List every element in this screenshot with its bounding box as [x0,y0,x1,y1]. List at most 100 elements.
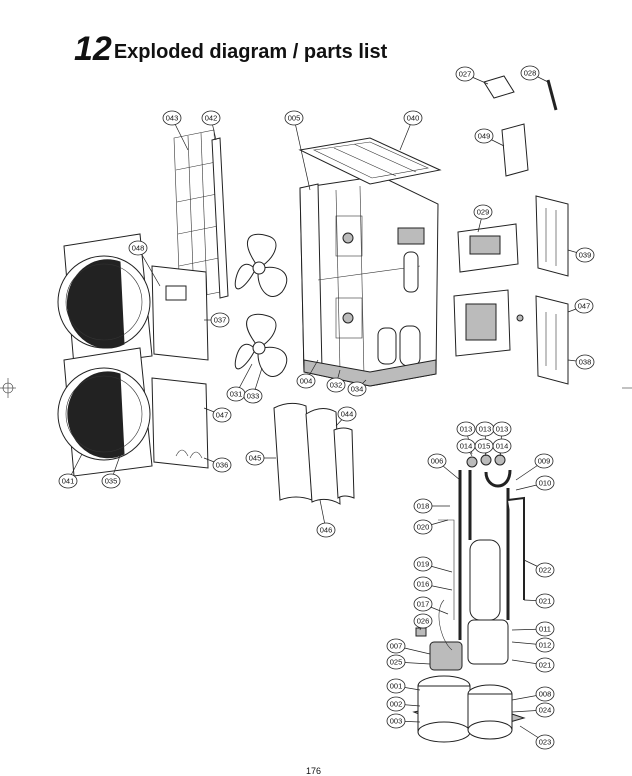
callout-circle [58,473,78,489]
callout-circle [535,734,555,750]
callout-number: 002 [390,700,403,709]
callout-circle [337,406,357,422]
callout-circle [413,613,433,629]
callout-number: 013 [496,425,509,434]
callout-number: 005 [288,114,301,123]
callout-number: 014 [460,442,473,451]
callout-036: 036 [212,457,232,473]
callout-circle [386,696,406,712]
section-number: 12 [74,30,112,68]
callout-039: 039 [575,247,595,263]
callout-circle [326,377,346,393]
callout-circle [162,110,182,126]
callout-043: 043 [162,110,182,126]
callout-045: 045 [245,450,265,466]
callout-013: 013 [475,421,495,437]
callout-023: 023 [535,734,555,750]
callout-circle [575,354,595,370]
callout-007: 007 [386,638,406,654]
callout-number: 023 [539,738,552,747]
callout-014: 014 [456,438,476,454]
callout-number: 047 [216,411,229,420]
callout-number: 031 [230,390,243,399]
callout-number: 044 [341,410,354,419]
callout-number: 039 [579,251,592,260]
callout-026: 026 [413,613,433,629]
callout-035: 035 [101,473,121,489]
callout-number: 027 [459,70,472,79]
callout-025: 025 [386,654,406,670]
callout-number: 046 [320,526,333,535]
callout-number: 029 [477,208,490,217]
callout-008: 008 [535,686,555,702]
callout-circle [535,621,555,637]
callout-number: 033 [247,392,260,401]
callout-circle [201,110,221,126]
callout-number: 047 [578,302,591,311]
insulation-sheets [273,402,355,505]
callout-024: 024 [535,702,555,718]
callout-006: 006 [427,453,447,469]
callout-016: 016 [413,576,433,592]
callout-number: 028 [524,69,537,78]
callout-number: 041 [62,477,75,486]
callout-number: 010 [539,479,552,488]
callout-038: 038 [575,354,595,370]
label-sheet-049 [501,123,529,177]
callout-number: 026 [417,617,430,626]
callout-020: 020 [413,519,433,535]
callout-circle [296,373,316,389]
callout-004: 004 [296,373,316,389]
callout-circle [574,298,594,314]
callout-circle [245,450,265,466]
callout-number: 016 [417,580,430,589]
callout-number: 006 [431,457,444,466]
callout-032: 032 [326,377,346,393]
top-cover [298,137,442,185]
callout-circle [474,438,494,454]
callout-number: 036 [216,461,229,470]
callout-circle [386,713,406,729]
bracket-027 [483,75,515,99]
callout-number: 021 [539,597,552,606]
pipe-028 [546,79,558,111]
callout-031: 031 [226,386,246,402]
callout-033: 033 [243,388,263,404]
callout-042: 042 [201,110,221,126]
callout-number: 007 [390,642,403,651]
callout-049: 049 [474,128,494,144]
callout-number: 017 [417,600,430,609]
callout-number: 014 [496,442,509,451]
callout-circle [535,657,555,673]
callout-number: 019 [417,560,430,569]
callout-number: 040 [407,114,420,123]
callout-037: 037 [210,312,230,328]
callout-circle [456,421,476,437]
callout-number: 015 [478,442,491,451]
cabinet-frame [299,175,439,387]
callout-034: 034 [347,381,367,397]
callout-circle [413,576,433,592]
callout-044: 044 [337,406,357,422]
side-panel-lower [151,377,209,469]
callout-027: 027 [455,66,475,82]
callout-001: 001 [386,678,406,694]
callout-017: 017 [413,596,433,612]
callout-029: 029 [473,204,493,220]
valve-part-026 [415,627,427,637]
callout-circle [520,65,540,81]
callout-011: 011 [535,621,555,637]
callout-number: 045 [249,454,262,463]
callout-number: 035 [105,477,118,486]
callout-circle [534,453,554,469]
callout-022: 022 [535,562,555,578]
callout-number: 020 [417,523,430,532]
callout-015: 015 [474,438,494,454]
callout-circle [492,421,512,437]
callout-021: 021 [535,657,555,673]
propeller-fan-upper [234,233,288,297]
callout-046: 046 [316,522,336,538]
callout-circle [101,473,121,489]
side-panel-right-upper [535,195,569,277]
